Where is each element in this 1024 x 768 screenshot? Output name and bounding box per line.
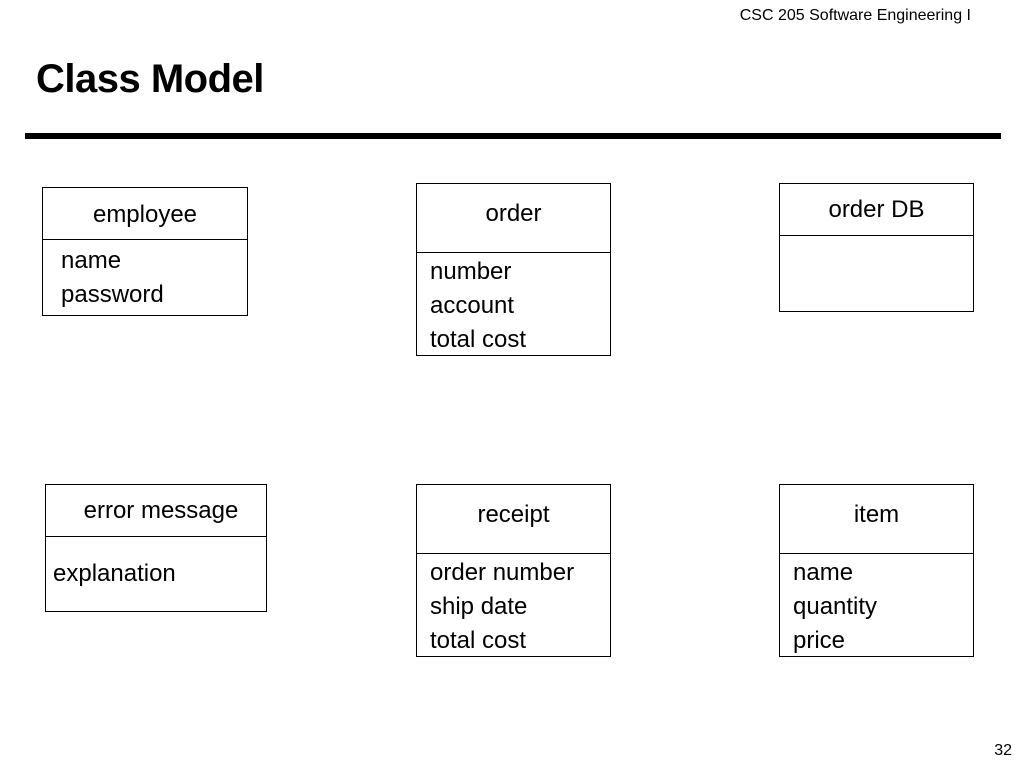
class-attribute: account [430, 292, 515, 319]
class-box-order-db: order DB [779, 183, 974, 312]
class-box-receipt: receipt order number ship date total cos… [416, 484, 611, 657]
course-label: CSC 205 Software Engineering I [739, 7, 971, 24]
class-attribute: name [61, 247, 122, 274]
class-attribute: price [793, 627, 846, 654]
class-box-employee: employee name password [42, 187, 248, 316]
class-attributes [780, 236, 973, 311]
class-attribute: password [61, 281, 164, 308]
class-attribute: total cost [430, 326, 527, 353]
page-number: 32 [994, 742, 1012, 759]
class-name: order [417, 184, 610, 253]
class-attributes: name quantity price [780, 554, 973, 658]
title-divider [25, 133, 1001, 139]
class-attribute: total cost [430, 627, 527, 654]
class-name: order DB [780, 184, 973, 236]
class-name: item [780, 485, 973, 554]
class-attribute: number [430, 258, 512, 285]
class-box-order: order number account total cost [416, 183, 611, 356]
class-attribute: name [793, 559, 854, 586]
class-attributes: explanation [46, 537, 266, 591]
class-box-error-message: error message explanation [45, 484, 267, 612]
slide-title: Class Model [36, 57, 264, 101]
class-attribute: order number [430, 559, 575, 586]
class-name: employee [43, 188, 247, 240]
class-attributes: number account total cost [417, 253, 610, 357]
class-attribute: quantity [793, 593, 878, 620]
class-name: receipt [417, 485, 610, 554]
class-box-item: item name quantity price [779, 484, 974, 657]
class-attribute: explanation [53, 560, 176, 587]
class-attributes: name password [43, 240, 247, 312]
class-attributes: order number ship date total cost [417, 554, 610, 658]
class-attribute: ship date [430, 593, 528, 620]
class-name: error message [46, 485, 266, 537]
